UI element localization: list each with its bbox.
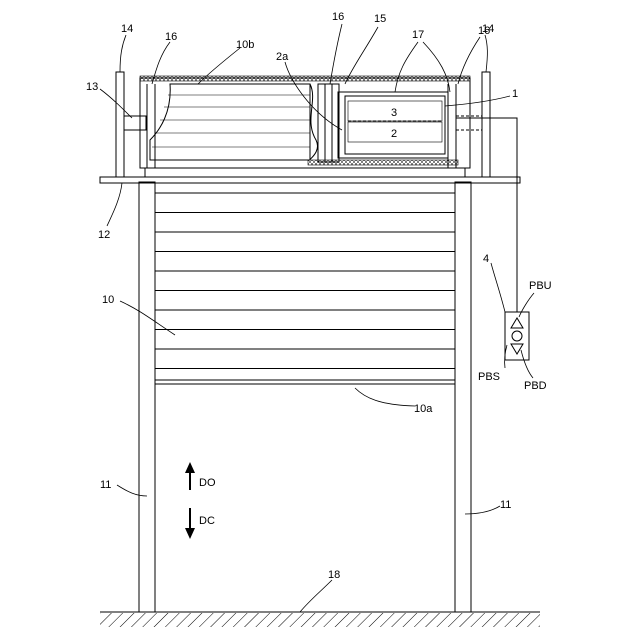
button-stop-icon[interactable] bbox=[512, 331, 522, 341]
label-17: 17 bbox=[412, 29, 424, 41]
label-16-right: 16 bbox=[478, 25, 490, 37]
label-1: 1 bbox=[512, 88, 518, 100]
label-10: 10 bbox=[102, 294, 114, 306]
leader-lines bbox=[100, 24, 534, 612]
bracket-left bbox=[116, 72, 124, 177]
label-dc: DC bbox=[199, 515, 215, 527]
label-13: 13 bbox=[86, 81, 98, 93]
label-12: 12 bbox=[98, 229, 110, 241]
direction-arrow-open-icon bbox=[185, 462, 195, 490]
shutter-housing bbox=[140, 76, 470, 177]
control-cable bbox=[456, 118, 517, 312]
label-16-mid: 16 bbox=[332, 11, 344, 23]
button-down-icon[interactable] bbox=[511, 344, 523, 354]
label-2: 2 bbox=[391, 128, 397, 140]
label-pbd: PBD bbox=[524, 380, 547, 392]
guide-rail-left bbox=[139, 182, 155, 612]
bracket-right bbox=[482, 72, 490, 177]
push-button-box bbox=[505, 312, 529, 360]
label-11-right: 11 bbox=[500, 499, 511, 511]
wound-curtain-roll bbox=[150, 84, 318, 160]
label-2a: 2a bbox=[276, 51, 289, 63]
label-pbs: PBS bbox=[478, 371, 500, 383]
label-11-left: 11 bbox=[100, 479, 111, 491]
label-18: 18 bbox=[328, 569, 340, 581]
label-10b: 10b bbox=[236, 39, 254, 51]
label-10a: 10a bbox=[414, 403, 433, 415]
drive-unit bbox=[318, 84, 448, 162]
label-15: 15 bbox=[374, 13, 386, 25]
label-pbu: PBU bbox=[529, 280, 552, 292]
label-3: 3 bbox=[391, 107, 397, 119]
button-up-icon[interactable] bbox=[511, 318, 523, 328]
direction-arrow-close-icon bbox=[185, 508, 195, 539]
label-14-left: 14 bbox=[121, 23, 133, 35]
label-4: 4 bbox=[483, 253, 489, 265]
label-16-left: 16 bbox=[165, 31, 177, 43]
floor bbox=[100, 612, 540, 627]
label-do: DO bbox=[199, 477, 216, 489]
winding-shaft bbox=[124, 116, 482, 130]
guide-rail-right bbox=[455, 182, 471, 612]
shutter-curtain bbox=[155, 183, 455, 384]
